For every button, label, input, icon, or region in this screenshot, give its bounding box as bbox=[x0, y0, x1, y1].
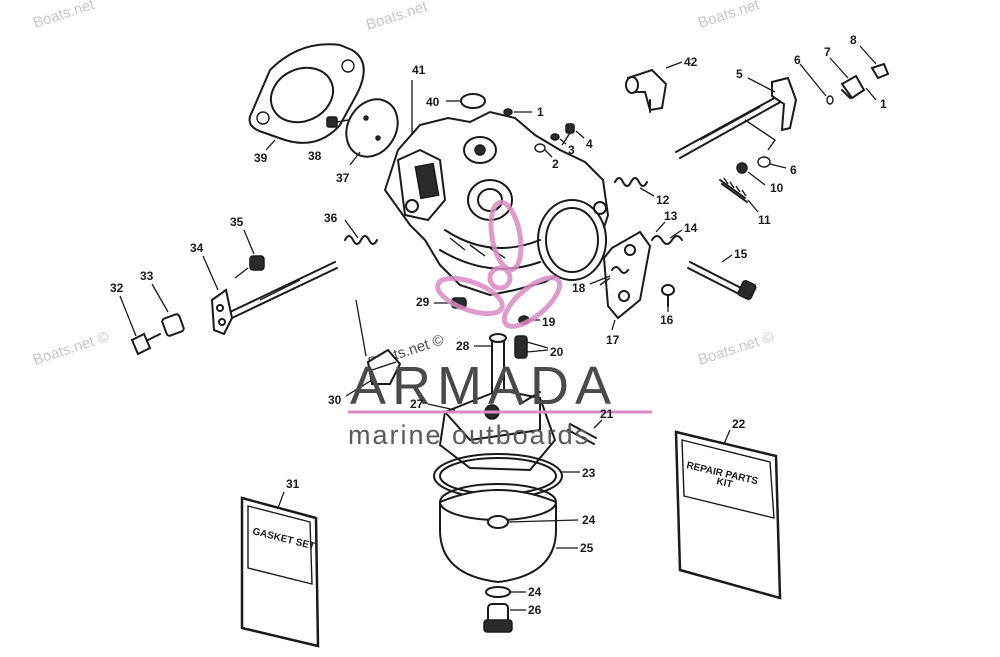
callout-41: 41 bbox=[412, 63, 426, 77]
parts-10-11-screw bbox=[719, 162, 766, 213]
part-25-float-bowl bbox=[439, 483, 579, 584]
parts-6-7-8-hardware bbox=[757, 45, 890, 169]
callout-14: 14 bbox=[684, 221, 698, 235]
callout-35: 35 bbox=[230, 215, 244, 229]
callout-2: 2 bbox=[552, 157, 559, 171]
part-42-fitting bbox=[625, 61, 683, 113]
callout-11: 11 bbox=[758, 213, 771, 227]
brand-tagline: marine outboards bbox=[348, 420, 590, 450]
watermark-top-left: Boats.net bbox=[31, 0, 97, 32]
callout-31: 31 bbox=[286, 477, 300, 491]
part-36-spring bbox=[344, 219, 378, 245]
callout-32: 32 bbox=[110, 281, 124, 295]
part-1-ring bbox=[503, 108, 532, 116]
parts-2-3-4-screw bbox=[534, 123, 585, 158]
callout-6-top: 6 bbox=[794, 53, 801, 67]
armada-logo: ARMADA marine outboards bbox=[348, 199, 652, 450]
callout-25: 25 bbox=[580, 541, 594, 555]
parts-32-33-screw-spacer bbox=[119, 283, 185, 356]
callout-20: 20 bbox=[550, 345, 564, 359]
callout-37: 37 bbox=[336, 171, 350, 185]
repair-kit-label-line2: KIT bbox=[715, 476, 733, 490]
callout-16: 16 bbox=[660, 313, 674, 327]
callout-42: 42 bbox=[684, 55, 698, 69]
brand-name: ARMADA bbox=[350, 356, 617, 416]
callout-12: 12 bbox=[656, 193, 670, 207]
part-17-bracket bbox=[599, 230, 675, 331]
callout-39: 39 bbox=[254, 151, 268, 165]
callout-34: 34 bbox=[190, 241, 204, 255]
callout-24-upper: 24 bbox=[582, 513, 596, 527]
part-34-choke-shaft bbox=[202, 255, 338, 336]
callout-10: 10 bbox=[770, 181, 784, 195]
callout-23: 23 bbox=[582, 466, 596, 480]
parts-24-26-drain-screw bbox=[483, 586, 526, 633]
part-21-pin bbox=[567, 419, 603, 445]
callout-7: 7 bbox=[824, 45, 831, 59]
callout-22: 22 bbox=[732, 417, 746, 431]
part-30-clip bbox=[345, 299, 402, 397]
propeller-logo-icon bbox=[435, 199, 563, 329]
part-18-spring bbox=[589, 266, 629, 285]
callout-18: 18 bbox=[572, 281, 586, 295]
callout-24-lower: 24 bbox=[528, 585, 542, 599]
callout-17: 17 bbox=[606, 333, 620, 347]
part-41-carburetor-body bbox=[383, 80, 610, 297]
callout-21: 21 bbox=[600, 407, 614, 421]
callout-28: 28 bbox=[456, 339, 470, 353]
callout-38: 38 bbox=[308, 149, 322, 163]
callout-labels: 1 1 2 3 4 5 6 6 7 8 10 11 12 13 14 15 16… bbox=[110, 33, 887, 617]
part-37-plate bbox=[345, 98, 399, 166]
callout-29: 29 bbox=[416, 295, 430, 309]
part-22-repair-kit-card: REPAIR PARTS KIT bbox=[674, 429, 782, 600]
callout-15: 15 bbox=[734, 247, 748, 261]
callout-3: 3 bbox=[568, 143, 575, 157]
part-5-shaft bbox=[675, 76, 798, 159]
callout-1: 1 bbox=[537, 105, 544, 119]
part-38-screw bbox=[326, 116, 349, 128]
part-31-gasket-set-card: GASKET SET bbox=[240, 491, 320, 648]
callout-5: 5 bbox=[736, 67, 743, 81]
callout-33: 33 bbox=[140, 269, 154, 283]
callout-4: 4 bbox=[586, 137, 593, 151]
part-35-nut bbox=[234, 229, 265, 279]
part-27-float bbox=[427, 388, 557, 472]
watermark-top-right: Boats.net bbox=[696, 0, 762, 32]
part-40-plug bbox=[446, 93, 486, 109]
callout-8: 8 bbox=[850, 33, 857, 47]
callout-6-lower: 6 bbox=[790, 163, 797, 177]
callout-36: 36 bbox=[324, 211, 338, 225]
callout-27: 27 bbox=[410, 397, 424, 411]
callout-30: 30 bbox=[328, 393, 342, 407]
callout-19: 19 bbox=[542, 315, 556, 329]
watermark-mid-right: Boats.net © bbox=[696, 328, 776, 368]
callout-1-right: 1 bbox=[880, 97, 887, 111]
parts-13-14-15-screw bbox=[651, 221, 757, 300]
part-12-spring bbox=[614, 177, 655, 197]
callout-26: 26 bbox=[528, 603, 542, 617]
callout-13: 13 bbox=[664, 209, 678, 223]
watermark-top-center: Boats.net bbox=[364, 0, 430, 34]
part-39-gasket bbox=[248, 43, 365, 151]
callout-40: 40 bbox=[426, 95, 440, 109]
watermark-mid-left: Boats.net © bbox=[31, 328, 111, 368]
